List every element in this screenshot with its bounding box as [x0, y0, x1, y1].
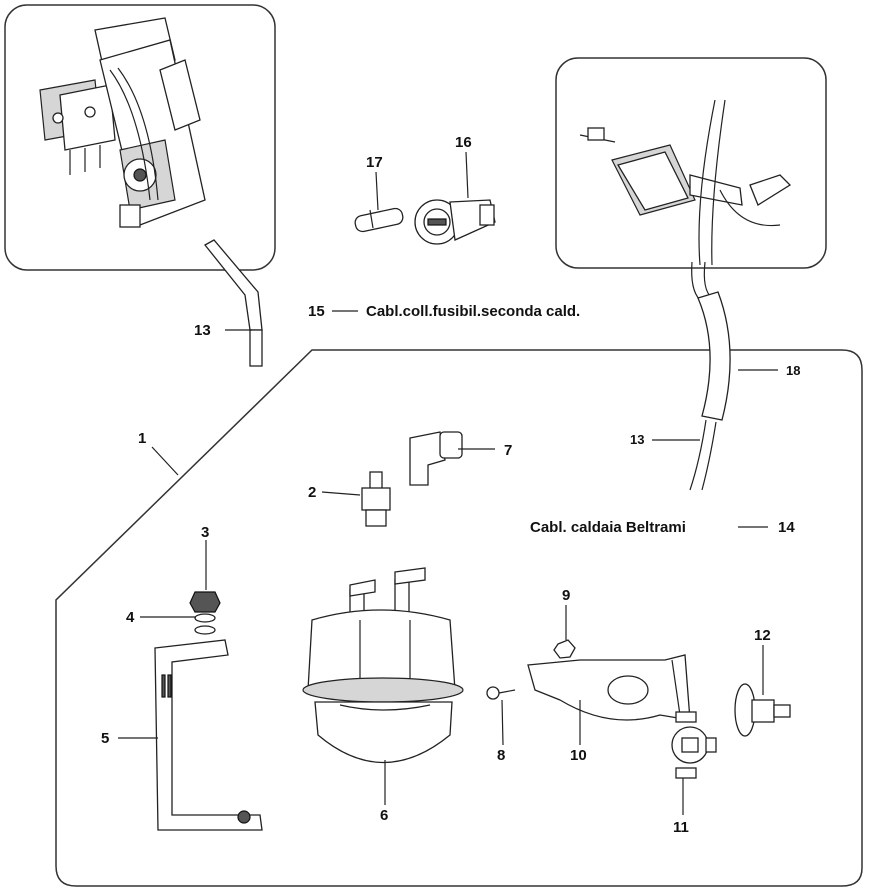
pressure-switch-part	[361, 471, 391, 527]
callout-13-left: 13	[194, 322, 211, 339]
thermostat-part	[671, 711, 717, 779]
elbow-fitting-part	[409, 431, 463, 486]
mounting-bracket-part	[154, 639, 263, 831]
callout-14: 14	[778, 519, 795, 536]
callout-4: 4	[126, 609, 135, 626]
callout-3: 3	[201, 524, 209, 541]
boiler-part	[302, 567, 464, 763]
callout-8: 8	[497, 747, 505, 764]
callout-16: 16	[455, 134, 472, 151]
fuse-holder-part	[414, 199, 496, 245]
nut-part	[553, 639, 576, 659]
tube-13-left	[204, 239, 263, 331]
callout-11: 11	[673, 819, 689, 836]
callout-1: 1	[138, 430, 146, 447]
callout-15: 15	[308, 303, 325, 320]
label-cable-fuse-second-boiler: Cabl.coll.fusibil.seconda cald.	[366, 303, 580, 320]
callout-12: 12	[754, 627, 771, 644]
pump-valve-assembly	[39, 17, 206, 228]
cable-with-sleeve	[689, 261, 731, 491]
fuse-part	[354, 207, 404, 233]
label-cable-boiler-beltrami: Cabl. caldaia Beltrami	[530, 519, 686, 536]
main-assembly-frame	[55, 349, 863, 887]
callout-5: 5	[101, 730, 109, 747]
callout-13-right: 13	[630, 432, 644, 447]
safety-thermostat-part	[734, 683, 791, 737]
callout-2: 2	[308, 484, 316, 501]
inset-frame-right	[555, 57, 827, 269]
heater-cable-assembly	[579, 99, 792, 266]
callout-9: 9	[562, 587, 570, 604]
screw-part	[486, 686, 516, 700]
clamp-part	[527, 654, 691, 721]
callout-17: 17	[366, 154, 383, 171]
nut-and-washers	[189, 591, 221, 635]
callout-6: 6	[380, 807, 388, 824]
callout-10: 10	[570, 747, 587, 764]
inset-frame-left	[4, 4, 276, 271]
callout-18: 18	[786, 363, 800, 378]
callout-7: 7	[504, 442, 512, 459]
